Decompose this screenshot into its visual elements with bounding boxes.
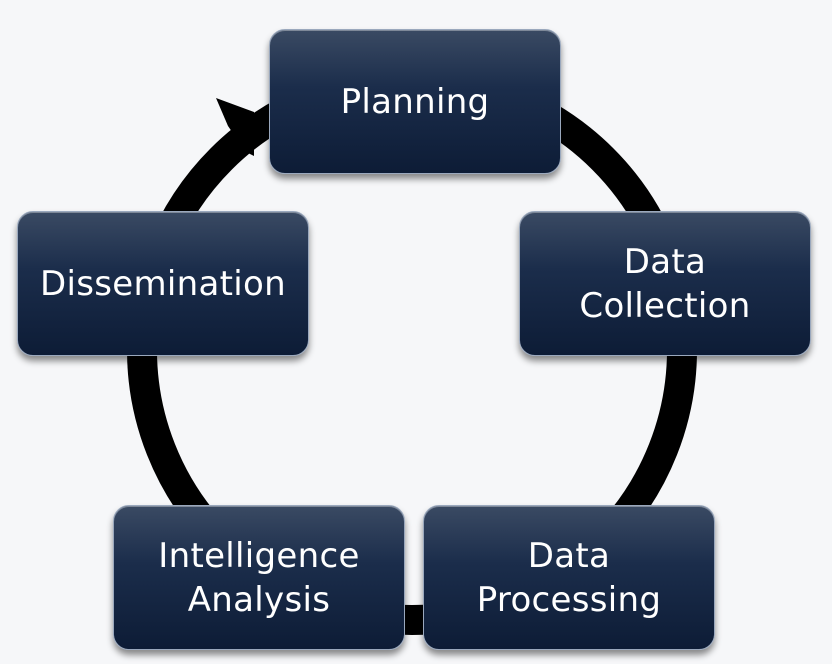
node-dissemination-label: Dissemination bbox=[40, 263, 286, 304]
node-data-collection-label: Data Collection bbox=[579, 241, 751, 326]
node-data-collection: Data Collection bbox=[519, 211, 811, 356]
node-data-processing: Data Processing bbox=[423, 505, 715, 650]
node-planning-label: Planning bbox=[340, 81, 490, 122]
node-intelligence-analysis-label: Intelligence Analysis bbox=[158, 535, 360, 620]
node-planning: Planning bbox=[269, 29, 561, 174]
cycle-arrowhead bbox=[216, 98, 254, 156]
node-intelligence-analysis: Intelligence Analysis bbox=[113, 505, 405, 650]
node-dissemination: Dissemination bbox=[17, 211, 309, 356]
node-data-processing-label: Data Processing bbox=[476, 535, 662, 620]
